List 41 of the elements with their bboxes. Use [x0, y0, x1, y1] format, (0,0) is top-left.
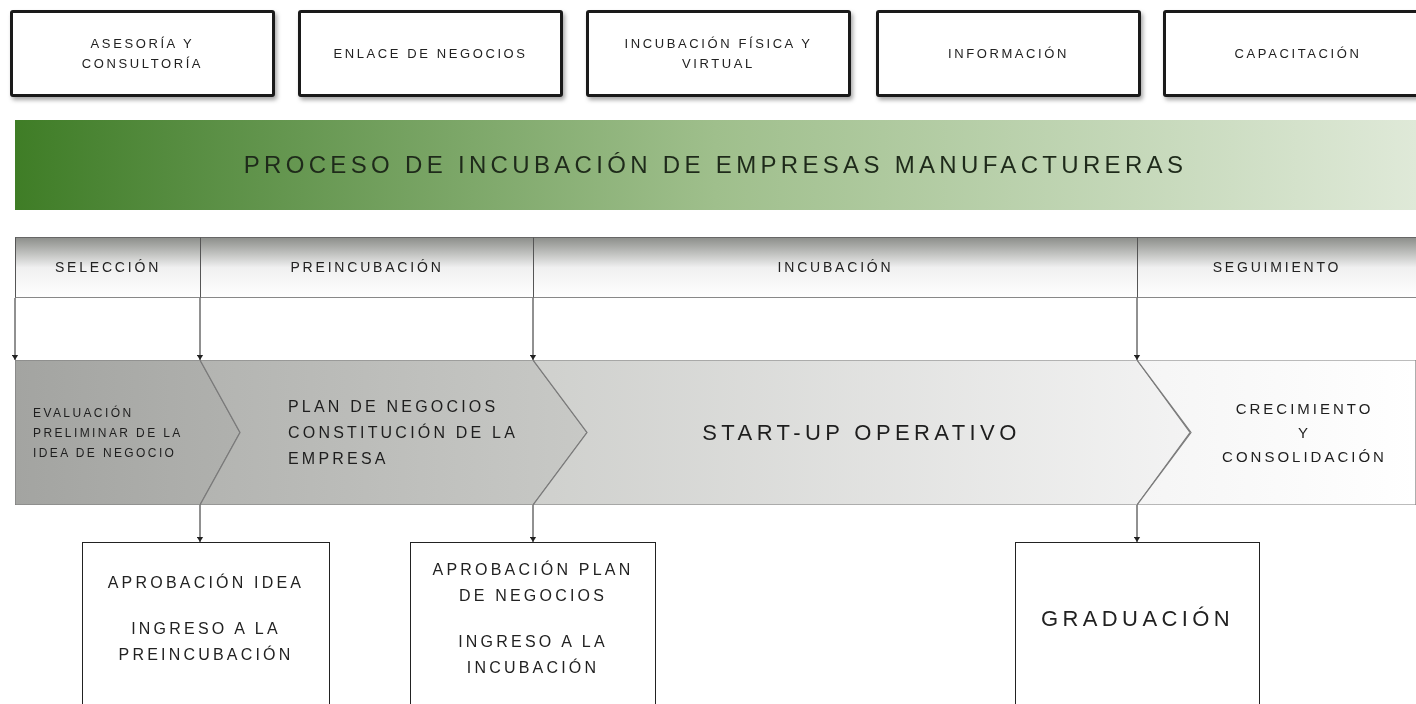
- service-box: [876, 10, 1141, 97]
- title-text: PROCESO DE INCUBACIÓN DE EMPRESAS MANUFACTURERAS: [243, 150, 1188, 180]
- step-text: SELECCIÓN: [54, 258, 162, 277]
- step-text: EVALUACIÓN PRELIMINAR DE LA IDEA DE NEGOCIO: [33, 404, 184, 462]
- arrow: [11, 297, 19, 361]
- step-text: CONSTITUCIÓN DE LA EMPRESA: [288, 422, 519, 469]
- phase-header: [533, 237, 1137, 298]
- service-box: [298, 10, 563, 97]
- step-text: INGRESO A LA INCUBACIÓN: [457, 632, 609, 678]
- milestone-box: [82, 542, 330, 704]
- service-box: [586, 10, 851, 97]
- arrow: [1133, 504, 1141, 543]
- step-text: SEGUIMIENTO: [1212, 258, 1342, 277]
- phase-header: [200, 237, 533, 298]
- phase-header: [1137, 237, 1416, 298]
- step-text: CAPACITACIÓN: [1234, 44, 1362, 63]
- step-text: PREINCUBACIÓN: [290, 258, 444, 277]
- step-text: GRADUACIÓN: [1040, 606, 1235, 632]
- step-text: CRECIMIENTO Y CONSOLIDACIÓN: [1221, 398, 1388, 467]
- step-text: ASESORÍA Y CONSULTORÍA: [80, 34, 205, 73]
- arrow: [529, 297, 537, 361]
- step-text: ENLACE DE NEGOCIOS: [333, 44, 528, 63]
- milestone-box: [1015, 542, 1260, 704]
- chevron-step: [15, 360, 240, 505]
- step-text: INCUBACIÓN FÍSICA Y VIRTUAL: [623, 34, 814, 73]
- step-text: APROBACIÓN PLAN DE NEGOCIOS: [431, 559, 635, 606]
- service-box: [1163, 10, 1416, 97]
- arrow: [196, 504, 204, 543]
- milestone-box: [410, 542, 656, 704]
- service-box: [10, 10, 275, 97]
- arrow: [1133, 297, 1141, 361]
- step-text: PLAN DE NEGOCIOS: [288, 396, 500, 417]
- phase-header: [15, 237, 200, 298]
- step-text: INFORMACIÓN: [947, 44, 1069, 63]
- chevron-step: [200, 360, 587, 505]
- step-text: INCUBACIÓN: [777, 258, 894, 277]
- step-text: INGRESO A LA PREINCUBACIÓN: [117, 619, 295, 665]
- step-text: APROBACIÓN IDEA: [107, 572, 305, 593]
- step-text: START-UP OPERATIVO: [702, 419, 1021, 447]
- arrow: [196, 297, 204, 361]
- arrow: [529, 504, 537, 543]
